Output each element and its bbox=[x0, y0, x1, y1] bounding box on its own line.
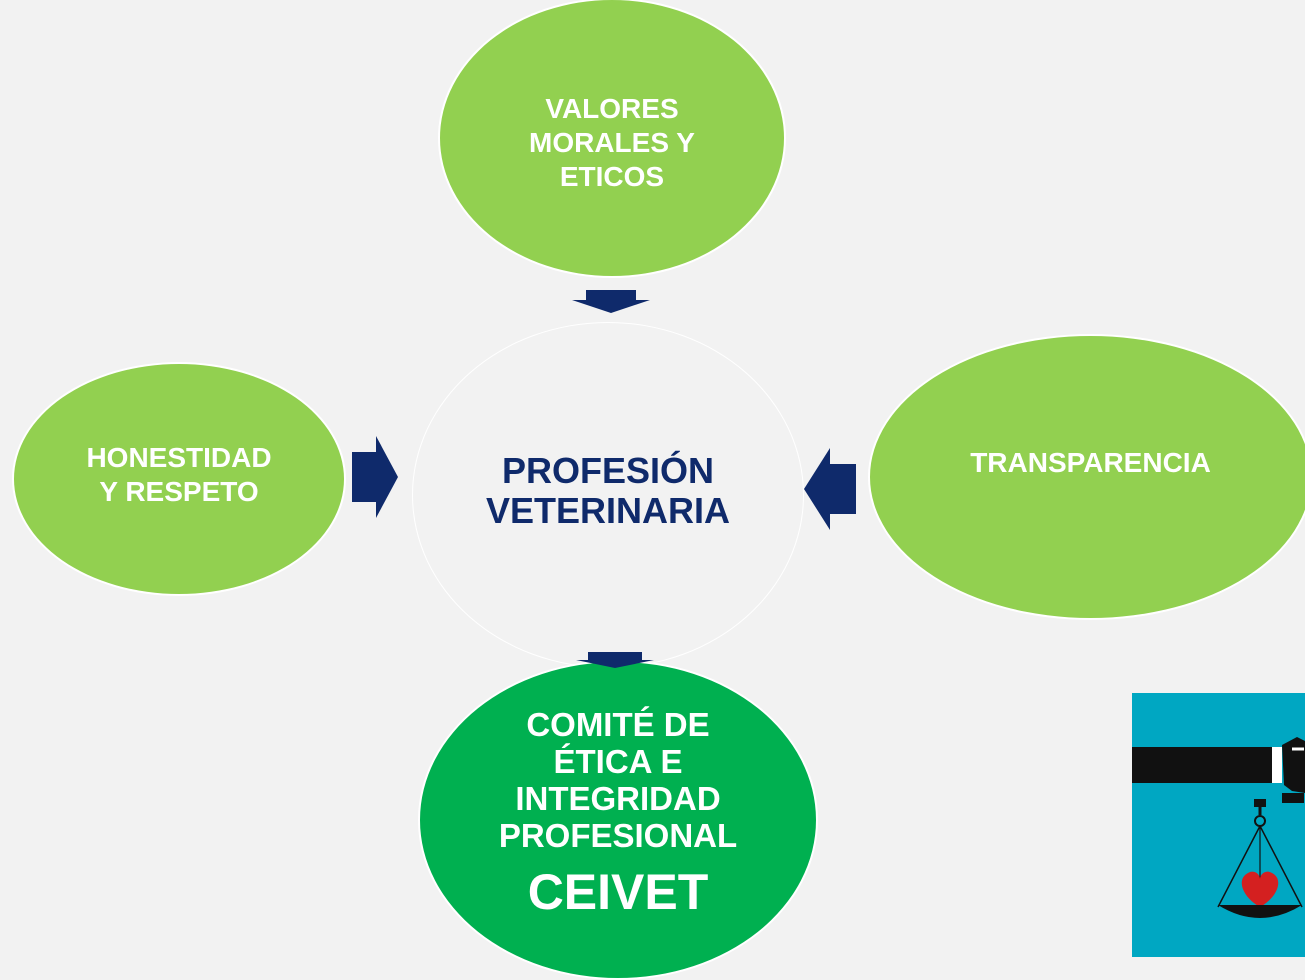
node-honestidad-respeto: HONESTIDAD Y RESPETO bbox=[12, 362, 346, 596]
justice-scale-heart-icon bbox=[1132, 737, 1305, 918]
arrow-down-bottom-icon bbox=[576, 652, 654, 668]
node-profesion-veterinaria: PROFESIÓN VETERINARIA bbox=[412, 322, 804, 668]
node-valores-morales-eticos: VALORES MORALES Y ETICOS bbox=[438, 0, 786, 278]
node-ceivet-label: CEIVET bbox=[527, 864, 709, 920]
arrow-right-left-icon bbox=[352, 436, 398, 518]
ethics-illustration bbox=[1132, 693, 1305, 957]
node-comite-etica: COMITÉ DE ÉTICA E INTEGRIDAD PROFESIONAL… bbox=[418, 660, 818, 980]
node-comite-label: COMITÉ DE ÉTICA E INTEGRIDAD PROFESIONAL bbox=[498, 706, 738, 854]
node-transparencia-label: TRANSPARENCIA bbox=[970, 447, 1211, 478]
node-honestidad-label: HONESTIDAD Y RESPETO bbox=[86, 442, 272, 507]
node-center-label: PROFESIÓN VETERINARIA bbox=[485, 450, 731, 531]
node-transparencia: TRANSPARENCIA bbox=[868, 334, 1305, 620]
node-valores-label: VALORES MORALES Y ETICOS bbox=[529, 93, 695, 192]
arrow-left-right-icon bbox=[804, 448, 856, 530]
arrow-down-top-icon bbox=[572, 290, 650, 313]
